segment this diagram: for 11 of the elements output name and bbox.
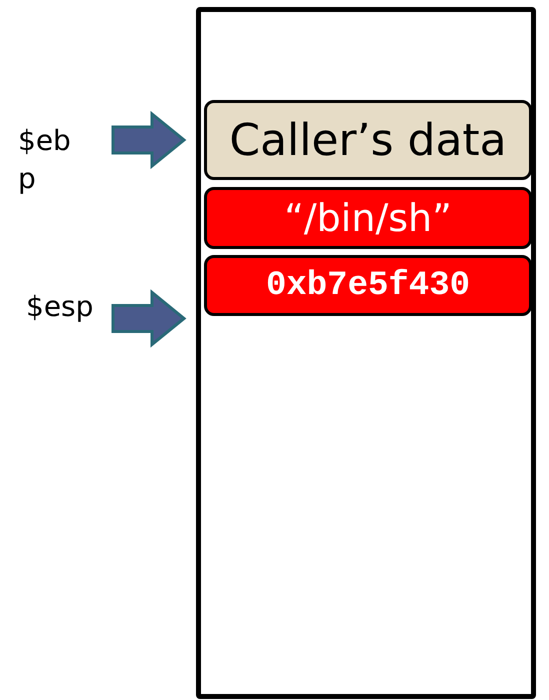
slot-text: Caller’s data <box>229 114 507 166</box>
stack-box <box>196 7 536 699</box>
stack-slot <box>204 187 532 249</box>
stack-slot <box>204 255 532 316</box>
block-arrow <box>112 110 186 170</box>
slot-text: “/bin/sh” <box>284 196 452 240</box>
stack-frame-slot <box>204 100 532 180</box>
register-label: $ebp <box>18 122 78 202</box>
block-arrow <box>112 289 186 348</box>
register-label: $esp <box>26 288 106 332</box>
slot-text: 0xb7e5f430 <box>266 266 470 304</box>
